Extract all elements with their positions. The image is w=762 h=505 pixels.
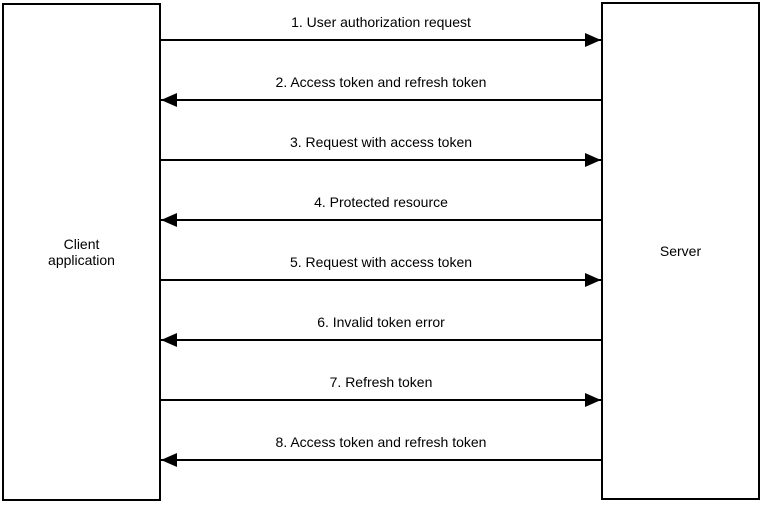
- arrow-right-icon: [585, 153, 601, 167]
- message-arrow-left: [161, 93, 601, 107]
- message-label: 8. Access token and refresh token: [275, 434, 487, 450]
- message-arrow-right: [161, 33, 601, 47]
- message-arrow-left: [161, 333, 601, 347]
- message-label: 6. Invalid token error: [317, 314, 445, 330]
- message-label: 1. User authorization request: [291, 14, 471, 30]
- message-label: 5. Request with access token: [289, 254, 473, 270]
- message-label: 2. Access token and refresh token: [275, 74, 487, 90]
- client-application-box: Client application: [2, 3, 161, 501]
- server-label: Server: [659, 243, 702, 259]
- message-arrow-right: [161, 273, 601, 287]
- message-label: 7. Refresh token: [329, 374, 433, 390]
- message-arrow-left: [161, 213, 601, 227]
- arrow-left-icon: [161, 213, 177, 227]
- arrow-left-icon: [161, 453, 177, 467]
- message-label: 4. Protected resource: [314, 194, 448, 210]
- arrow-right-icon: [585, 33, 601, 47]
- message-arrow-left: [161, 453, 601, 467]
- arrow-right-icon: [585, 273, 601, 287]
- arrow-left-icon: [161, 93, 177, 107]
- message-arrow-right: [161, 153, 601, 167]
- arrow-right-icon: [585, 393, 601, 407]
- client-application-label: Client application: [48, 236, 115, 268]
- server-box: Server: [601, 2, 760, 500]
- message-label: 3. Request with access token: [289, 134, 473, 150]
- arrow-left-icon: [161, 333, 177, 347]
- message-arrow-right: [161, 393, 601, 407]
